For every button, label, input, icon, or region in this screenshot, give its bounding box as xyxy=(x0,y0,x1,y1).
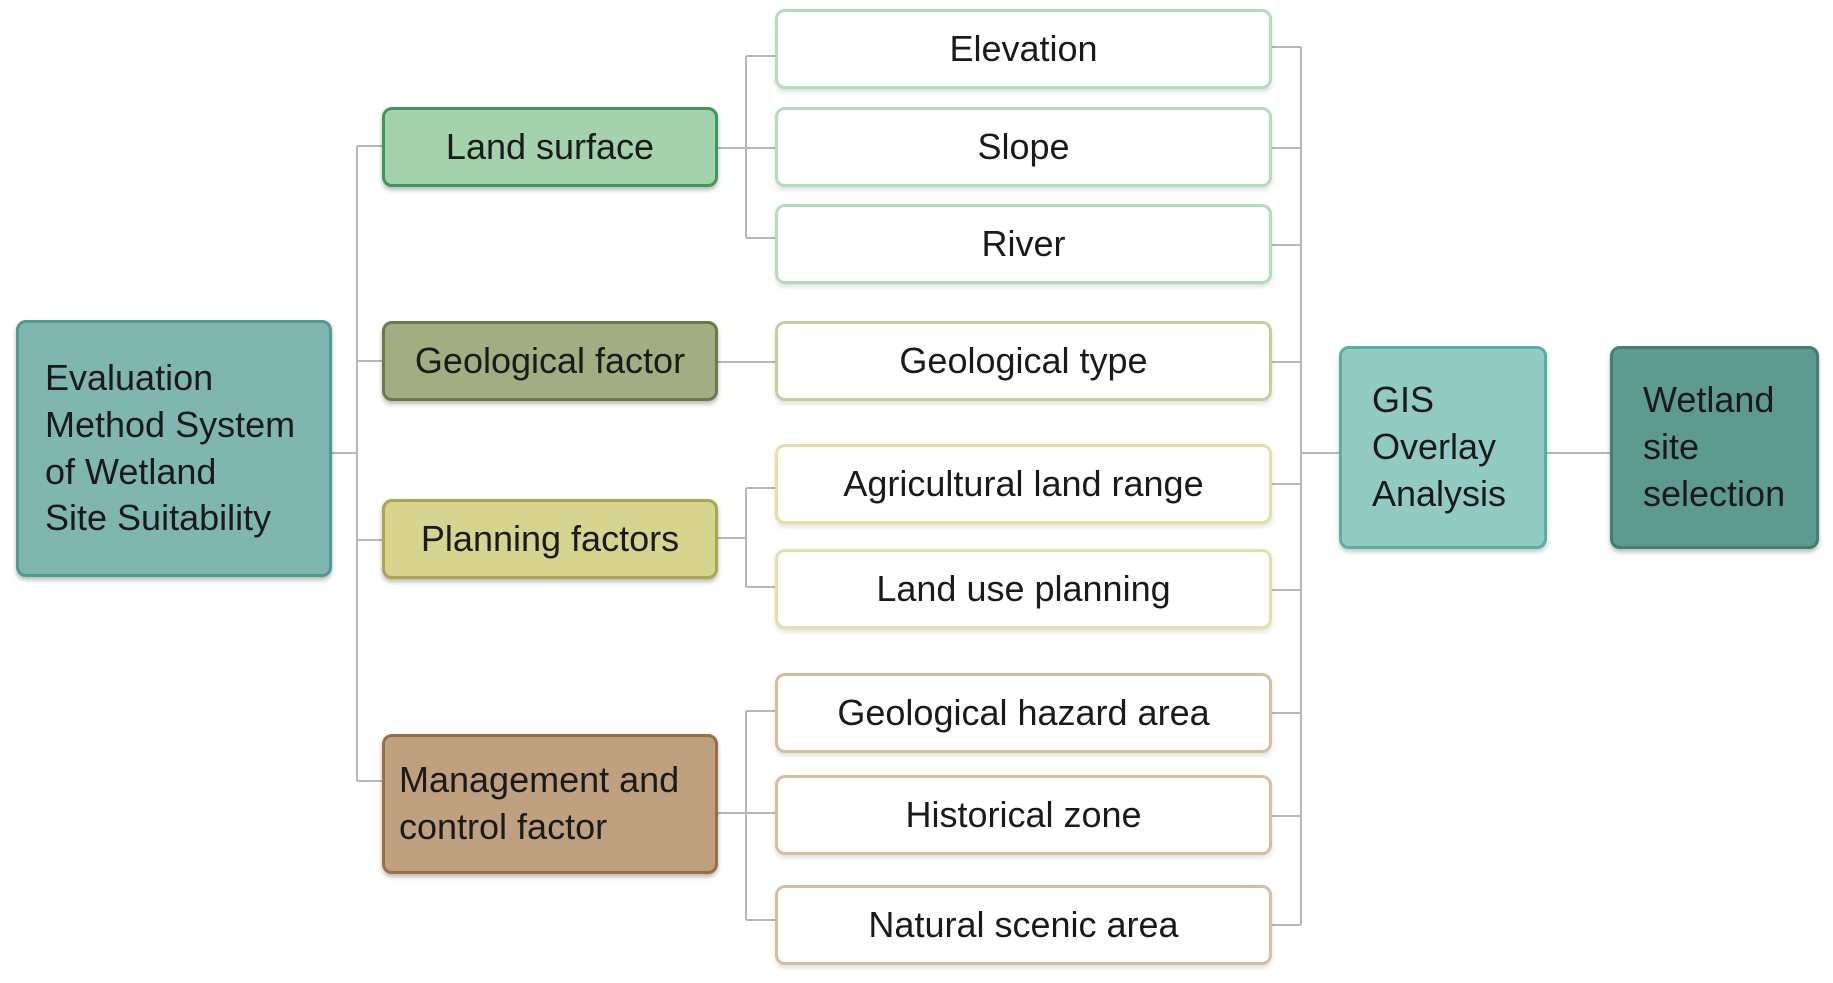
factor-geological-type: Geological type xyxy=(775,321,1272,401)
gis-label: GIS Overlay Analysis xyxy=(1372,379,1507,514)
wetland-site-selection-box: Wetland site selection xyxy=(1610,346,1819,549)
factor-historical-zone: Historical zone xyxy=(775,775,1272,855)
category-geological-factor: Geological factor xyxy=(382,321,718,401)
factor-geological-hazard-area: Geological hazard area xyxy=(775,673,1272,753)
category-land-surface: Land surface xyxy=(382,107,718,187)
category-management-control-factor: Management and control factor xyxy=(382,734,718,874)
category-planning-factors: Planning factors xyxy=(382,499,718,579)
factor-elevation: Elevation xyxy=(775,9,1272,89)
factor-river: River xyxy=(775,204,1272,284)
management-label: Management and control factor xyxy=(399,759,680,847)
gis-overlay-analysis-box: GIS Overlay Analysis xyxy=(1339,346,1547,549)
root-method-system-box: Evaluation Method System of Wetland Site… xyxy=(16,320,332,577)
factor-natural-scenic-area: Natural scenic area xyxy=(775,885,1272,965)
factor-land-use-planning: Land use planning xyxy=(775,549,1272,629)
factor-agricultural-land-range: Agricultural land range xyxy=(775,444,1272,524)
factor-slope: Slope xyxy=(775,107,1272,187)
root-label: Evaluation Method System of Wetland Site… xyxy=(45,356,296,539)
wetland-label: Wetland site selection xyxy=(1643,379,1786,514)
